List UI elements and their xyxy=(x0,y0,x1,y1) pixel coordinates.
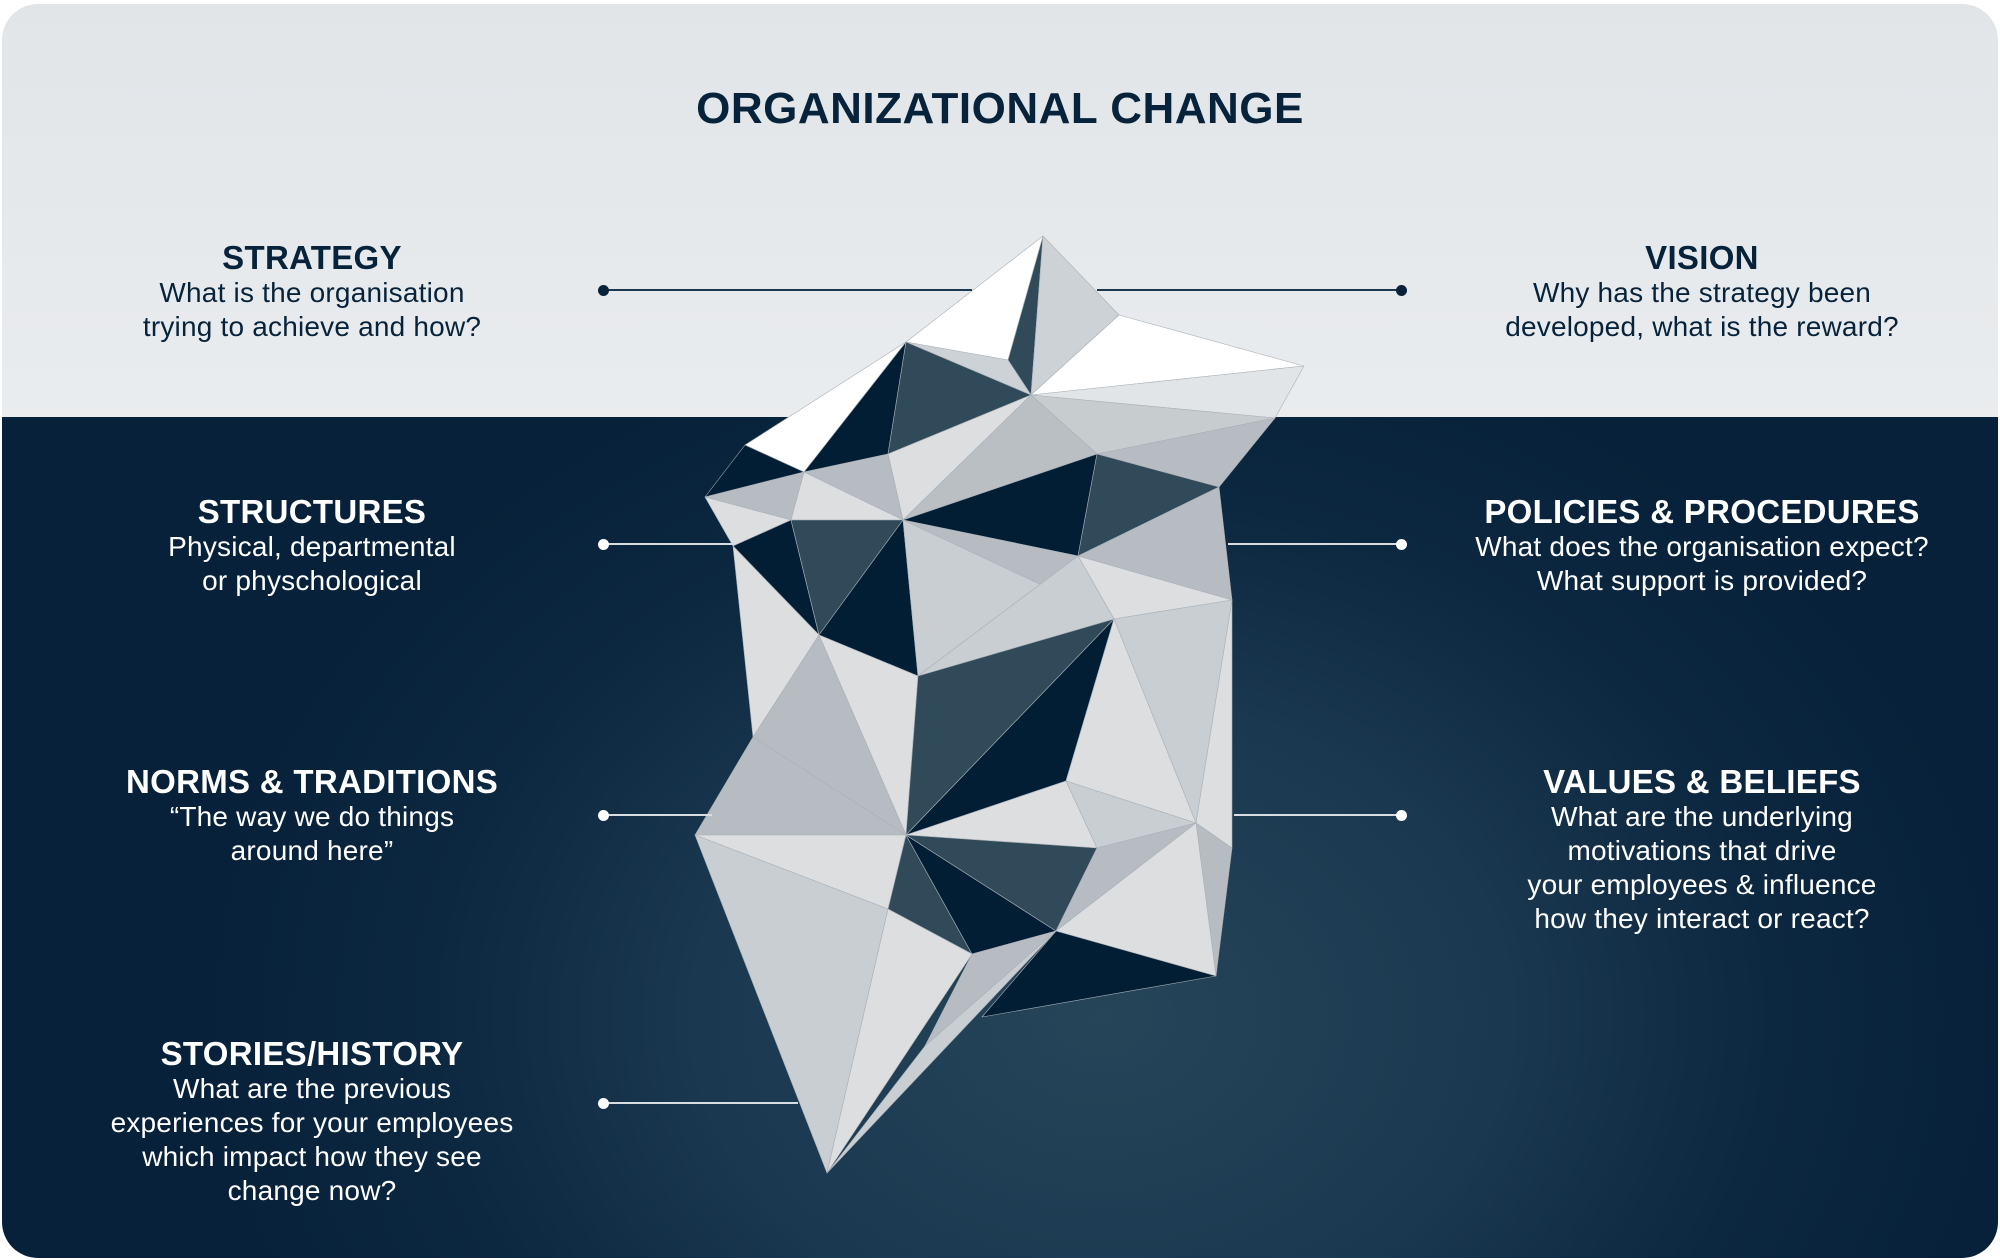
values-description-line: What are the underlying xyxy=(1551,801,1853,832)
iceberg-infographic: ORGANIZATIONAL CHANGE STRATEGY What is t… xyxy=(2,4,1998,1258)
values-description-line: your employees & influence xyxy=(1527,869,1877,900)
values-description-line: motivations that drive xyxy=(1567,835,1837,866)
structures-connector-line xyxy=(602,543,735,545)
stories-description-line: which impact how they see xyxy=(142,1141,482,1172)
iceberg-illustration xyxy=(694,235,1305,1174)
stories-heading: STORIES/HISTORY xyxy=(160,1035,464,1072)
stories-block: STORIES/HISTORY What are the previous ex… xyxy=(72,1036,552,1208)
structures-description-line: Physical, departmental xyxy=(168,531,456,562)
policies-block: POLICIES & PROCEDURES What does the orga… xyxy=(1422,494,1982,598)
norms-description-line: “The way we do things xyxy=(169,801,455,832)
structures-heading: STRUCTURES xyxy=(197,493,427,530)
stories-description-line: experiences for your employees xyxy=(110,1107,514,1138)
vision-heading: VISION xyxy=(1645,239,1759,276)
policies-connector-line xyxy=(1228,543,1402,545)
policies-heading: POLICIES & PROCEDURES xyxy=(1484,493,1920,530)
vision-connector-dot xyxy=(1396,285,1407,296)
policies-connector-dot xyxy=(1396,539,1407,550)
strategy-description-line: trying to achieve and how? xyxy=(142,311,482,342)
values-description-line: how they interact or react? xyxy=(1534,903,1870,934)
strategy-heading: STRATEGY xyxy=(222,239,402,276)
norms-heading: NORMS & TRADITIONS xyxy=(125,763,499,800)
norms-connector-dot xyxy=(598,810,609,821)
values-block: VALUES & BELIEFS What are the underlying… xyxy=(1442,764,1962,936)
stories-connector-dot xyxy=(598,1098,609,1109)
strategy-description-line: What is the organisation xyxy=(159,277,465,308)
values-connector-line xyxy=(1234,814,1402,816)
norms-connector-line xyxy=(602,814,712,816)
values-connector-dot xyxy=(1396,810,1407,821)
stories-connector-line xyxy=(602,1102,798,1104)
stories-description-line: change now? xyxy=(227,1175,397,1206)
norms-block: NORMS & TRADITIONS “The way we do things… xyxy=(82,764,542,868)
structures-block: STRUCTURES Physical, departmental or phy… xyxy=(92,494,532,598)
strategy-block: STRATEGY What is the organisation trying… xyxy=(92,240,532,344)
norms-description-line: around here” xyxy=(230,835,394,866)
vision-description-line: Why has the strategy been xyxy=(1532,277,1872,308)
vision-block: VISION Why has the strategy been develop… xyxy=(1442,240,1962,344)
strategy-connector-dot xyxy=(598,285,609,296)
policies-description-line: What support is provided? xyxy=(1536,565,1868,596)
stories-description-line: What are the previous xyxy=(172,1073,452,1104)
structures-connector-dot xyxy=(598,539,609,550)
page-title: ORGANIZATIONAL CHANGE xyxy=(696,84,1304,133)
structures-description-line: or physchological xyxy=(202,565,422,596)
vision-description-line: developed, what is the reward? xyxy=(1505,311,1899,342)
strategy-connector-line xyxy=(602,289,972,291)
values-heading: VALUES & BELIEFS xyxy=(1543,763,1861,800)
vision-connector-line xyxy=(1097,289,1402,291)
policies-description-line: What does the organisation expect? xyxy=(1475,531,1929,562)
